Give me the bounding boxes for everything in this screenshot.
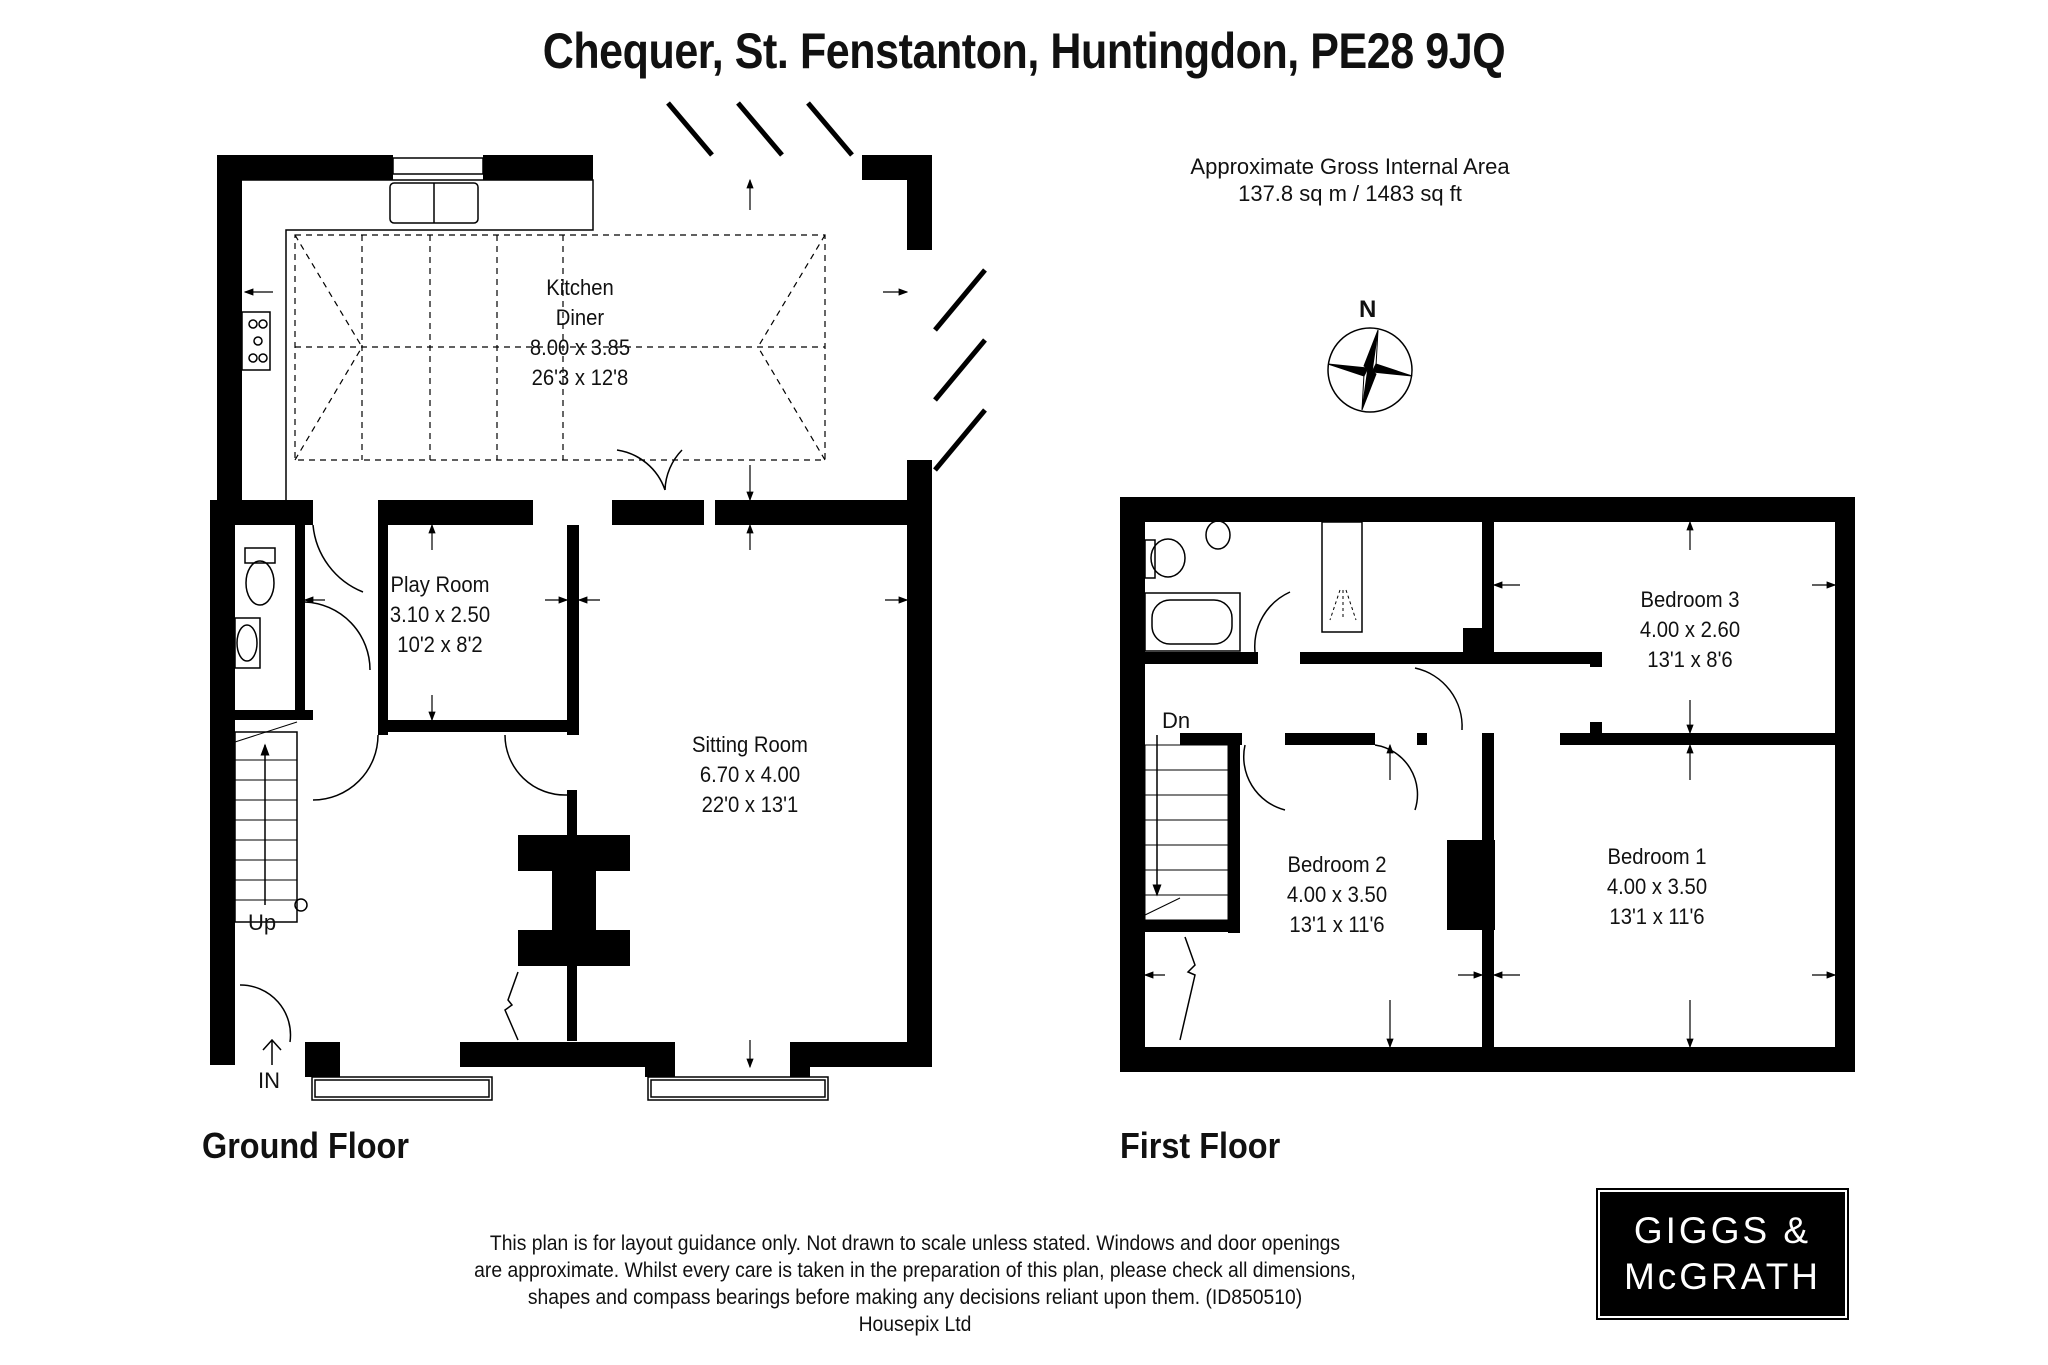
compass-rose-icon: [1327, 327, 1413, 413]
first-floor-details: [1143, 499, 1837, 1070]
ground-floor-details: [234, 101, 987, 1101]
disclaimer: This plan is for layout guidance only. N…: [474, 1232, 1356, 1336]
ground-floor-label: Ground Floor: [202, 1125, 409, 1166]
agent-logo: GIGGS & McGRATH: [1596, 1188, 1849, 1320]
room-label-play-room: Play Room 3.10 x 2.50 10'2 x 8'2: [389, 572, 491, 657]
stairs-down-label: Dn: [1162, 708, 1191, 733]
page-title: Chequer, St. Fenstanton, Huntingdon, PE2…: [542, 23, 1506, 79]
ground-floor-walls: [210, 155, 932, 1077]
room-label-kitchen-diner: Kitchen Diner 8.00 x 3.85 26'3 x 12'8: [529, 275, 631, 390]
entrance-label: IN: [258, 1068, 280, 1093]
area-heading: Approximate Gross Internal Area: [1190, 154, 1510, 179]
stairs-up-label: Up: [248, 910, 277, 935]
room-label-bedroom-3: Bedroom 3 4.00 x 2.60 13'1 x 8'6: [1639, 587, 1741, 672]
room-label-sitting-room: Sitting Room 6.70 x 4.00 22'0 x 13'1: [692, 732, 808, 817]
first-floor-label: First Floor: [1120, 1125, 1281, 1166]
first-floor-walls: [1120, 497, 1855, 1072]
room-label-bedroom-2: Bedroom 2 4.00 x 3.50 13'1 x 11'6: [1286, 852, 1388, 937]
room-label-bedroom-1: Bedroom 1 4.00 x 3.50 13'1 x 11'6: [1606, 844, 1708, 929]
gross-internal-area: Approximate Gross Internal Area 137.8 sq…: [1140, 153, 1560, 207]
compass-north-label: N: [1359, 296, 1377, 323]
area-value: 137.8 sq m / 1483 sq ft: [1238, 181, 1462, 206]
